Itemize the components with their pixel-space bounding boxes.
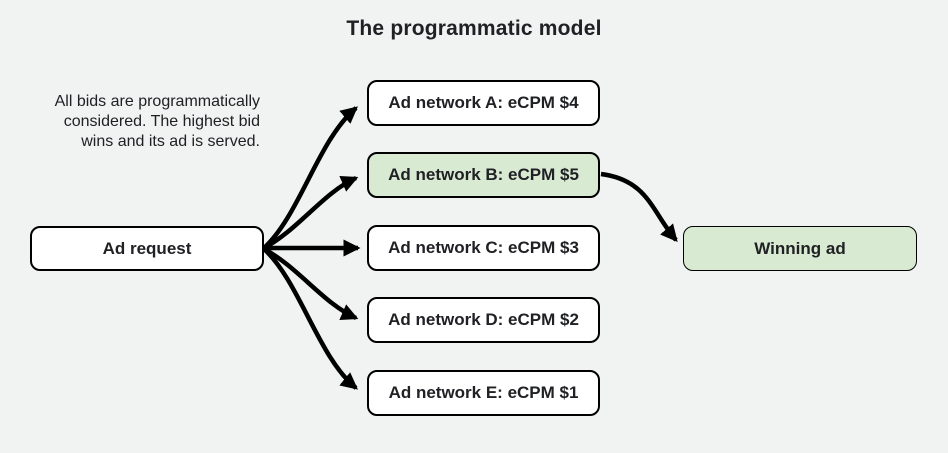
network-b-label: Ad network B: eCPM $5 bbox=[388, 165, 579, 184]
network-box-a: Ad network A: eCPM $4 bbox=[367, 80, 600, 126]
page-title: The programmatic model bbox=[346, 17, 602, 40]
network-a-label: Ad network A: eCPM $4 bbox=[388, 93, 579, 112]
arrow-request-to-network-d bbox=[262, 247, 359, 321]
winning-ad-label: Winning ad bbox=[754, 238, 846, 258]
arrow-network-b-to-winning bbox=[600, 171, 678, 242]
network-box-d: Ad network D: eCPM $2 bbox=[367, 297, 600, 343]
description-line: considered. The highest bid bbox=[63, 113, 260, 130]
arrow-request-to-network-e bbox=[262, 247, 358, 390]
network-c-label: Ad network C: eCPM $3 bbox=[388, 238, 579, 257]
winning-ad-box: Winning ad bbox=[683, 226, 917, 271]
description-line: wins and its ad is served. bbox=[81, 133, 260, 150]
network-box-e: Ad network E: eCPM $1 bbox=[367, 370, 600, 416]
arrow-request-to-network-b bbox=[262, 175, 359, 250]
ad-request-box: Ad request bbox=[30, 226, 264, 271]
network-box-b: Ad network B: eCPM $5 bbox=[367, 152, 600, 198]
network-d-label: Ad network D: eCPM $2 bbox=[388, 310, 579, 329]
description-line: All bids are programmatically bbox=[54, 93, 260, 110]
arrow-request-to-network-a bbox=[262, 106, 358, 250]
network-e-label: Ad network E: eCPM $1 bbox=[388, 383, 579, 402]
ad-request-label: Ad request bbox=[102, 238, 192, 258]
description-text: All bids are programmatically considered… bbox=[12, 92, 260, 152]
network-box-c: Ad network C: eCPM $3 bbox=[367, 225, 600, 271]
